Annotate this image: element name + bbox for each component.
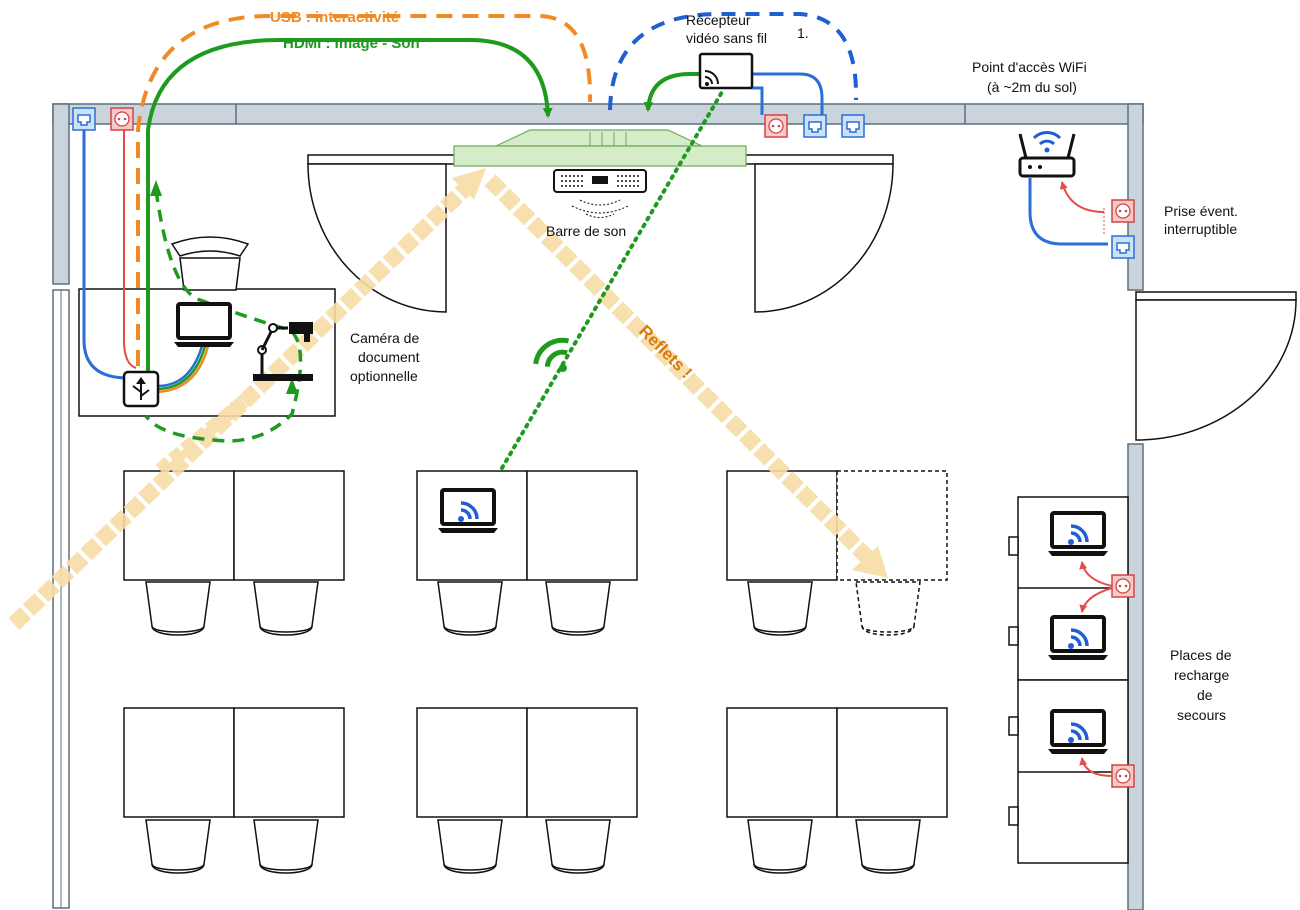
- wifi-signal-icon: [533, 337, 570, 372]
- power-socket-icon: [764, 114, 788, 138]
- right-wall-lower: [1127, 443, 1144, 910]
- outlet-label-2: interruptible: [1164, 221, 1237, 237]
- power-socket-icon: [1111, 574, 1135, 598]
- soundbar-icon: [553, 169, 647, 218]
- doc-cam-label-1: Caméra de: [350, 330, 419, 346]
- charging-label-1: Places de: [1170, 647, 1232, 663]
- ethernet-socket-icon: [841, 114, 865, 138]
- desk: [123, 470, 235, 581]
- entry-door-leaf: [1135, 291, 1297, 301]
- document-camera-icon: [253, 322, 313, 381]
- power-socket-icon: [1111, 764, 1135, 788]
- chair-icon: [747, 819, 813, 874]
- power-socket-icon: [110, 107, 134, 131]
- desk: [526, 470, 638, 581]
- desk: [233, 470, 345, 581]
- left-wall-upper: [52, 103, 70, 285]
- left-door-leaf: [307, 154, 457, 165]
- interactive-screen: [453, 129, 747, 167]
- chair-icon: [437, 819, 503, 874]
- ethernet-socket-icon: [803, 114, 827, 138]
- chair-icon: [437, 581, 503, 636]
- network-cable: [82, 120, 129, 380]
- student-desks: [123, 470, 948, 818]
- charging-label-3: de: [1197, 687, 1213, 703]
- cables: [82, 72, 1108, 394]
- receiver-network-cable: [752, 72, 824, 115]
- doors: [307, 154, 1297, 441]
- wireless-receiver-icon: [698, 52, 754, 90]
- charging-label-2: recharge: [1174, 667, 1229, 683]
- wifi-router-icon: [1018, 131, 1076, 178]
- usb-label: USB : interactivité: [270, 9, 399, 26]
- entry-door-swing: [1135, 299, 1297, 441]
- right-door-swing: [754, 163, 894, 313]
- receiver-usb-connection: [608, 12, 859, 111]
- wifi-ap-label-2: (à ~2m du sol): [987, 79, 1077, 95]
- top-wall: [52, 103, 1144, 125]
- doc-cam-label-3: optionnelle: [350, 368, 418, 384]
- reflection-arrows: [8, 168, 888, 630]
- usb-hub-icon: [122, 370, 160, 408]
- power-socket-icon: [1111, 199, 1135, 223]
- receiver-label-1: Récepteur: [686, 12, 751, 28]
- desk: [836, 707, 948, 818]
- chair-icon: [253, 581, 319, 636]
- hdmi-label: HDMI : Image - Son: [283, 35, 420, 52]
- charging-label-4: secours: [1177, 707, 1226, 723]
- desk: [726, 470, 838, 581]
- teacher-chair: [170, 236, 250, 291]
- right-door-leaf: [744, 154, 894, 165]
- step-label: 1.: [797, 25, 809, 41]
- usb-connection: [136, 14, 593, 366]
- chair-icon: [545, 581, 611, 636]
- student-chairs: [145, 581, 921, 874]
- wireless-link: [500, 90, 724, 470]
- desk: [726, 707, 838, 818]
- receiver-label-2: vidéo sans fil: [686, 30, 767, 46]
- power-cable: [123, 120, 137, 369]
- ap-network-cable: [1028, 178, 1108, 246]
- chair-icon: [747, 581, 813, 636]
- reflections-label: Reflets !: [635, 321, 696, 382]
- wifi-ap-label-1: Point d'accès WiFi: [972, 59, 1087, 75]
- ethernet-socket-icon: [72, 107, 96, 131]
- chair-icon: [253, 819, 319, 874]
- chair-icon-optional: [855, 581, 921, 636]
- doc-cam-label-2: document: [358, 349, 420, 365]
- receiver-hdmi: [643, 72, 700, 112]
- charging-laptops: [1046, 511, 1113, 777]
- chair-icon: [145, 581, 211, 636]
- ethernet-socket-icon: [1111, 235, 1135, 259]
- chair-icon: [545, 819, 611, 874]
- left-door-swing: [307, 163, 447, 313]
- desk: [233, 707, 345, 818]
- hdmi-connection: [146, 38, 553, 372]
- desk: [416, 707, 528, 818]
- desk-optional: [836, 470, 948, 581]
- chair-icon: [855, 819, 921, 874]
- chair-icon: [145, 819, 211, 874]
- desk: [123, 707, 235, 818]
- soundbar-label: Barre de son: [546, 223, 626, 239]
- desk: [526, 707, 638, 818]
- right-wall-upper: [1127, 103, 1144, 291]
- walls: [52, 103, 1144, 910]
- doc-camera-link: [144, 189, 303, 443]
- outlet-label-1: Prise évent.: [1164, 203, 1238, 219]
